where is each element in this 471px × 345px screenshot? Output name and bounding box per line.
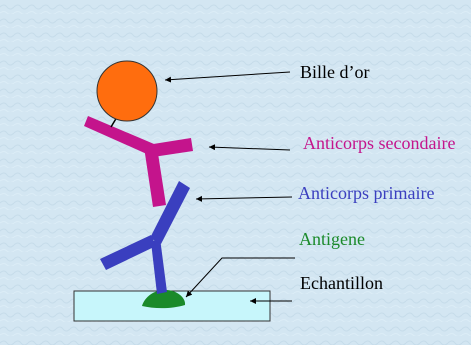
- label-sample: Echantillon: [300, 274, 383, 292]
- label-gold-bead: Bille d’or: [300, 63, 370, 81]
- label-antigen: Antigene: [299, 230, 365, 248]
- label-secondary-antibody: Anticorps secondaire: [303, 134, 455, 152]
- gold-bead-shape: [97, 61, 157, 121]
- label-primary-antibody: Anticorps primaire: [298, 184, 434, 202]
